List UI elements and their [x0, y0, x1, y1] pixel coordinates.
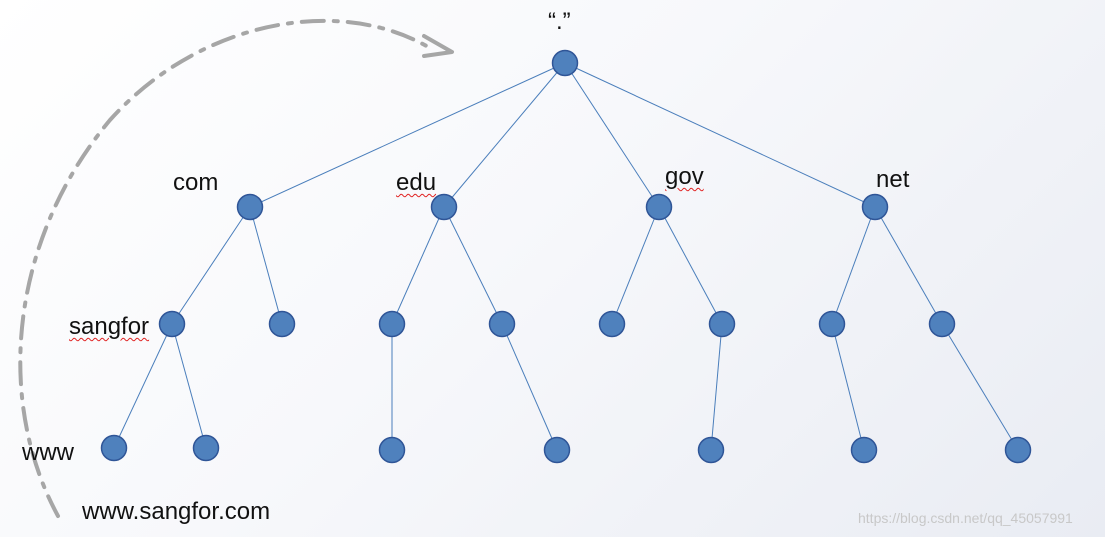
- www-node: [100, 434, 128, 462]
- tree-node: [697, 436, 725, 464]
- tree-node: [818, 310, 846, 338]
- edge: [391, 206, 445, 325]
- sangfor-label: sangfor: [69, 313, 150, 340]
- gov-label: gov: [665, 163, 704, 190]
- fqdn-label: www.sangfor.com: [82, 498, 271, 525]
- net-label: net: [876, 166, 910, 193]
- com-node: [236, 193, 264, 221]
- tree-node: [598, 310, 626, 338]
- edu-label: edu: [396, 169, 437, 196]
- arrow-head-icon: [422, 34, 454, 58]
- edge: [249, 206, 283, 325]
- edge: [710, 323, 723, 451]
- tree-node: [378, 310, 406, 338]
- edge: [941, 323, 1019, 451]
- edge: [564, 62, 660, 208]
- edge: [831, 323, 865, 451]
- tree-node: [543, 436, 571, 464]
- edge: [564, 62, 876, 208]
- edge: [443, 206, 503, 325]
- tree-node: [1004, 436, 1032, 464]
- edu-node: [430, 193, 458, 221]
- edge: [658, 206, 723, 325]
- net-node: [861, 193, 889, 221]
- edge: [113, 323, 173, 449]
- tree-node: [378, 436, 406, 464]
- tree-node: [268, 310, 296, 338]
- tree-node: [928, 310, 956, 338]
- query-direction-arrow: [18, 18, 432, 518]
- tree-nodes: [100, 49, 1032, 464]
- tree-node: [850, 436, 878, 464]
- edge: [874, 206, 943, 325]
- gov-node: [645, 193, 673, 221]
- tree-edges: [113, 62, 1019, 451]
- edge: [443, 62, 566, 208]
- tree-node: [708, 310, 736, 338]
- edge: [171, 206, 251, 325]
- edge: [249, 62, 566, 208]
- www-label: www: [22, 439, 74, 466]
- com-label: com: [173, 169, 219, 196]
- tree-node: [192, 434, 220, 462]
- root-node: [551, 49, 579, 77]
- edge: [831, 206, 876, 325]
- watermark: https://blog.csdn.net/qq_45057991: [858, 510, 1073, 526]
- root-label: “.”: [548, 8, 571, 35]
- tree-node: [488, 310, 516, 338]
- sangfor-node: [158, 310, 186, 338]
- edge: [501, 323, 558, 451]
- edge: [171, 323, 207, 449]
- edge: [611, 206, 660, 325]
